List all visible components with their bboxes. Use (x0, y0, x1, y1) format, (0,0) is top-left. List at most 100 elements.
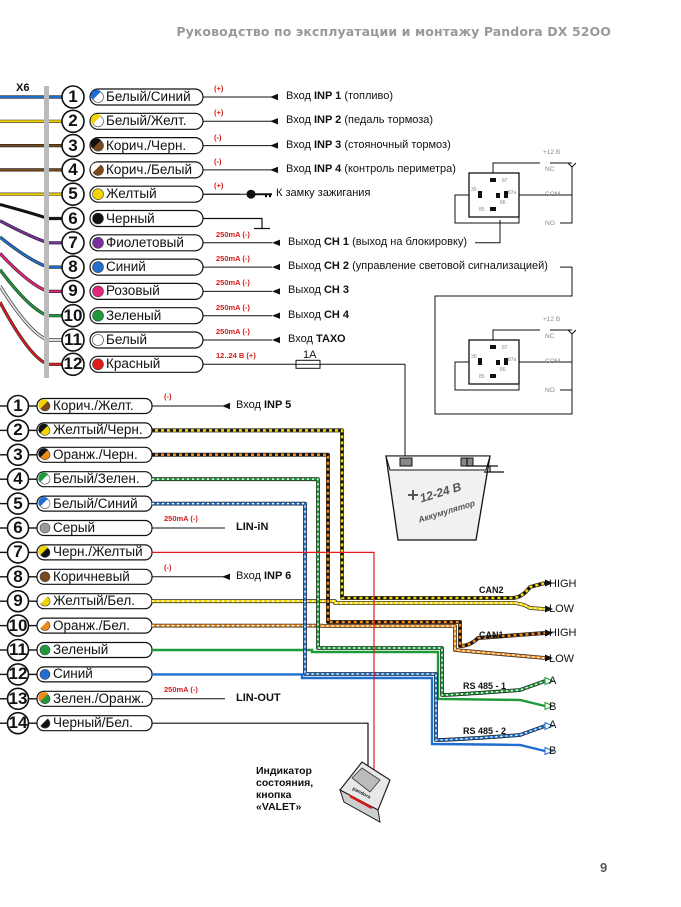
bot-wire-tip-8 (39, 571, 51, 583)
top-wire-label-10: Зеленый (106, 307, 162, 323)
top-arrow-11 (272, 336, 280, 344)
top-wire-desc-4: Вход INP 4 (контроль периметра) (286, 163, 456, 176)
bot-pin-number-2: 2 (13, 420, 23, 440)
key-icon (246, 189, 256, 199)
top-wire-sign-12: 12..24 В (+) (216, 351, 256, 361)
battery-plus-mark (408, 490, 418, 500)
bot-wire-label-4: Белый/Зелен. (53, 471, 140, 487)
top-wire-label-3: Корич./Черн. (106, 137, 187, 153)
rs485-1-a-color (152, 478, 546, 697)
relay2-p85: 85 (479, 374, 485, 380)
desc-note: (выход на блокировку) (349, 235, 468, 248)
relay2-pin85 (490, 374, 496, 378)
top-wire-desc-8: Выход CH 2 (управление световой сигнализ… (288, 260, 548, 273)
top-wire-desc-2: Вход INP 2 (педаль тормоза) (286, 114, 433, 127)
relay2-nc-line (550, 329, 577, 354)
bot-wire-tip-12 (39, 669, 51, 680)
bot-wire-label-12: Синий (53, 666, 93, 682)
top-wire-sign-5: (+) (214, 181, 224, 191)
bot-wire-label-2: Желтый/Черн. (53, 422, 143, 438)
top-wire-left-outline-12 (0, 301, 62, 366)
can2-high: HIGH (549, 578, 577, 590)
top-wire-tip-7 (92, 237, 104, 249)
top-wire-left-12 (0, 301, 62, 366)
top-wire-label-1: Белый/Синий (106, 89, 191, 104)
desc-code: ТАХО (315, 333, 346, 345)
bot-wire-tip-stripe-10 (38, 618, 48, 629)
bot-wire-label-9: Желтый/Бел. (53, 593, 135, 609)
top-wire-label-8: Синий (106, 259, 146, 275)
can1-low: LOW (549, 653, 575, 665)
top-wire-label-11: Белый (106, 332, 148, 347)
indicator-line3: кнопка (256, 789, 292, 801)
top-wire-label-6: Черный (106, 210, 155, 226)
top-wire-sign-4: (-) (214, 156, 222, 166)
bot-wire-tip-stripe-4 (38, 472, 48, 483)
bot-wire-sign-13: 250mA (-) (164, 684, 198, 694)
relay1-pin85 (490, 207, 496, 211)
can1-high-c2 (152, 453, 546, 648)
top-wire-sign-7: 250mA (-) (216, 229, 250, 239)
top-pin-number-2: 2 (68, 111, 78, 131)
bot-wire-label-3: Оранж./Черн. (53, 446, 138, 462)
top-wire-tip-9 (92, 285, 104, 298)
top-wire-desc-10: Выход CH 4 (288, 309, 349, 322)
ch2-to-relay2 (434, 266, 573, 415)
desc-code: INP 5 (263, 399, 292, 411)
bot-pin-number-13: 13 (8, 688, 28, 708)
bot-wire-label-1: Корич./Желт. (53, 398, 134, 413)
relay1-p86: 86 (500, 200, 506, 206)
can1-low-arrowhead (545, 654, 553, 662)
bot-wire-tip-stripe-7 (38, 545, 48, 556)
relay2-no-line (560, 370, 573, 391)
rs485-2-a-color (152, 502, 546, 742)
bot-wire-sign-6: 250mA (-) (164, 514, 198, 523)
top-arrow-9 (272, 288, 280, 295)
relay2-no: NO (545, 387, 555, 394)
bot-pin-circle-13 (6, 687, 30, 711)
can2-low-arrowhead (545, 605, 553, 613)
relay1-coil-loop (454, 194, 520, 224)
top-pin-circle-11 (61, 328, 85, 352)
rs485-1-b: B (549, 701, 557, 713)
desc-text: Выход (288, 260, 324, 273)
bot-pin-circle-8 (6, 565, 30, 589)
bot-wire-tip-stripe-9 (38, 594, 48, 605)
top-pin-number-3: 3 (68, 135, 78, 155)
bot-pin-circle-10 (6, 614, 30, 637)
desc-code: CH 4 (323, 308, 350, 321)
top-pin-number-4: 4 (68, 159, 78, 179)
relay2-p87: 87 (502, 345, 508, 351)
top-pin-number-8: 8 (68, 257, 78, 277)
top-pin-number-12: 12 (63, 354, 83, 374)
top-pin-number-6: 6 (68, 208, 78, 228)
indicator-line2: состояния, (256, 777, 314, 789)
rs485-1-label: RS 485 - 1 (463, 681, 507, 691)
bot-wire-sign-8: (-) (164, 562, 172, 572)
top-wire-tip-stripe-3 (90, 138, 101, 149)
bot-wire-tip-stripe-3 (38, 448, 48, 458)
top-wire-sign-1: (+) (214, 84, 224, 93)
rs485-1-a-arrowhead (544, 676, 555, 686)
bot-wire-tip-stripe-14 (38, 716, 48, 727)
battery-ground (466, 458, 504, 473)
desc-text: Вход (286, 90, 314, 102)
rs485-1-b-arrowhead (544, 701, 555, 711)
top-wire-sign-9: 250mA (-) (216, 278, 250, 288)
desc-note: (контроль периметра) (341, 162, 456, 175)
bot-wire-label-8: Коричневый (53, 568, 130, 584)
top-wire-tip-6 (92, 212, 104, 225)
desc-code: CH 3 (323, 284, 350, 297)
top-wire-label-4: Корич./Белый (106, 161, 192, 177)
desc-text: Вход (286, 162, 314, 175)
ch1-to-relay1 (475, 220, 501, 244)
bot-wire-desc-13: LIN-OUT (236, 692, 281, 705)
desc-text: Вход (236, 569, 264, 582)
relay1-p87: 87 (502, 178, 508, 184)
bot-wire-label-13: Зелен./Оранж. (53, 690, 145, 706)
bot-pin-circle-9 (6, 589, 30, 613)
desc-note: (топливо) (341, 90, 394, 102)
relay1-no-line (560, 203, 573, 224)
bot-pin-circle-11 (6, 638, 30, 662)
